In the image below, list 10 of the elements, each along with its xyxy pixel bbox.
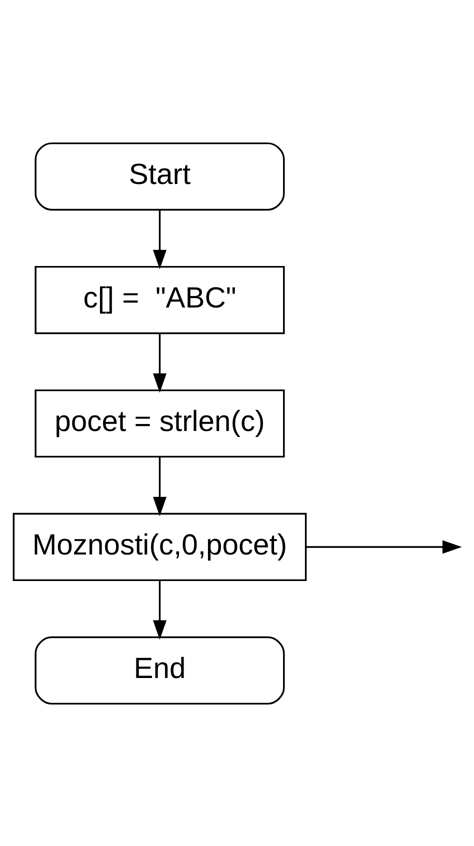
arrow xyxy=(152,333,167,392)
arrow xyxy=(152,210,167,269)
node-box: pocet = strlen(c) xyxy=(34,388,285,458)
arrow xyxy=(152,456,167,516)
node-box: Moznosti(c,0,pocet) xyxy=(12,512,307,581)
node-box: End xyxy=(34,636,285,704)
arrow xyxy=(152,580,167,640)
node-box: c[] = "ABC" xyxy=(34,265,285,334)
node-box: Start xyxy=(34,142,285,210)
arrow xyxy=(306,540,462,554)
